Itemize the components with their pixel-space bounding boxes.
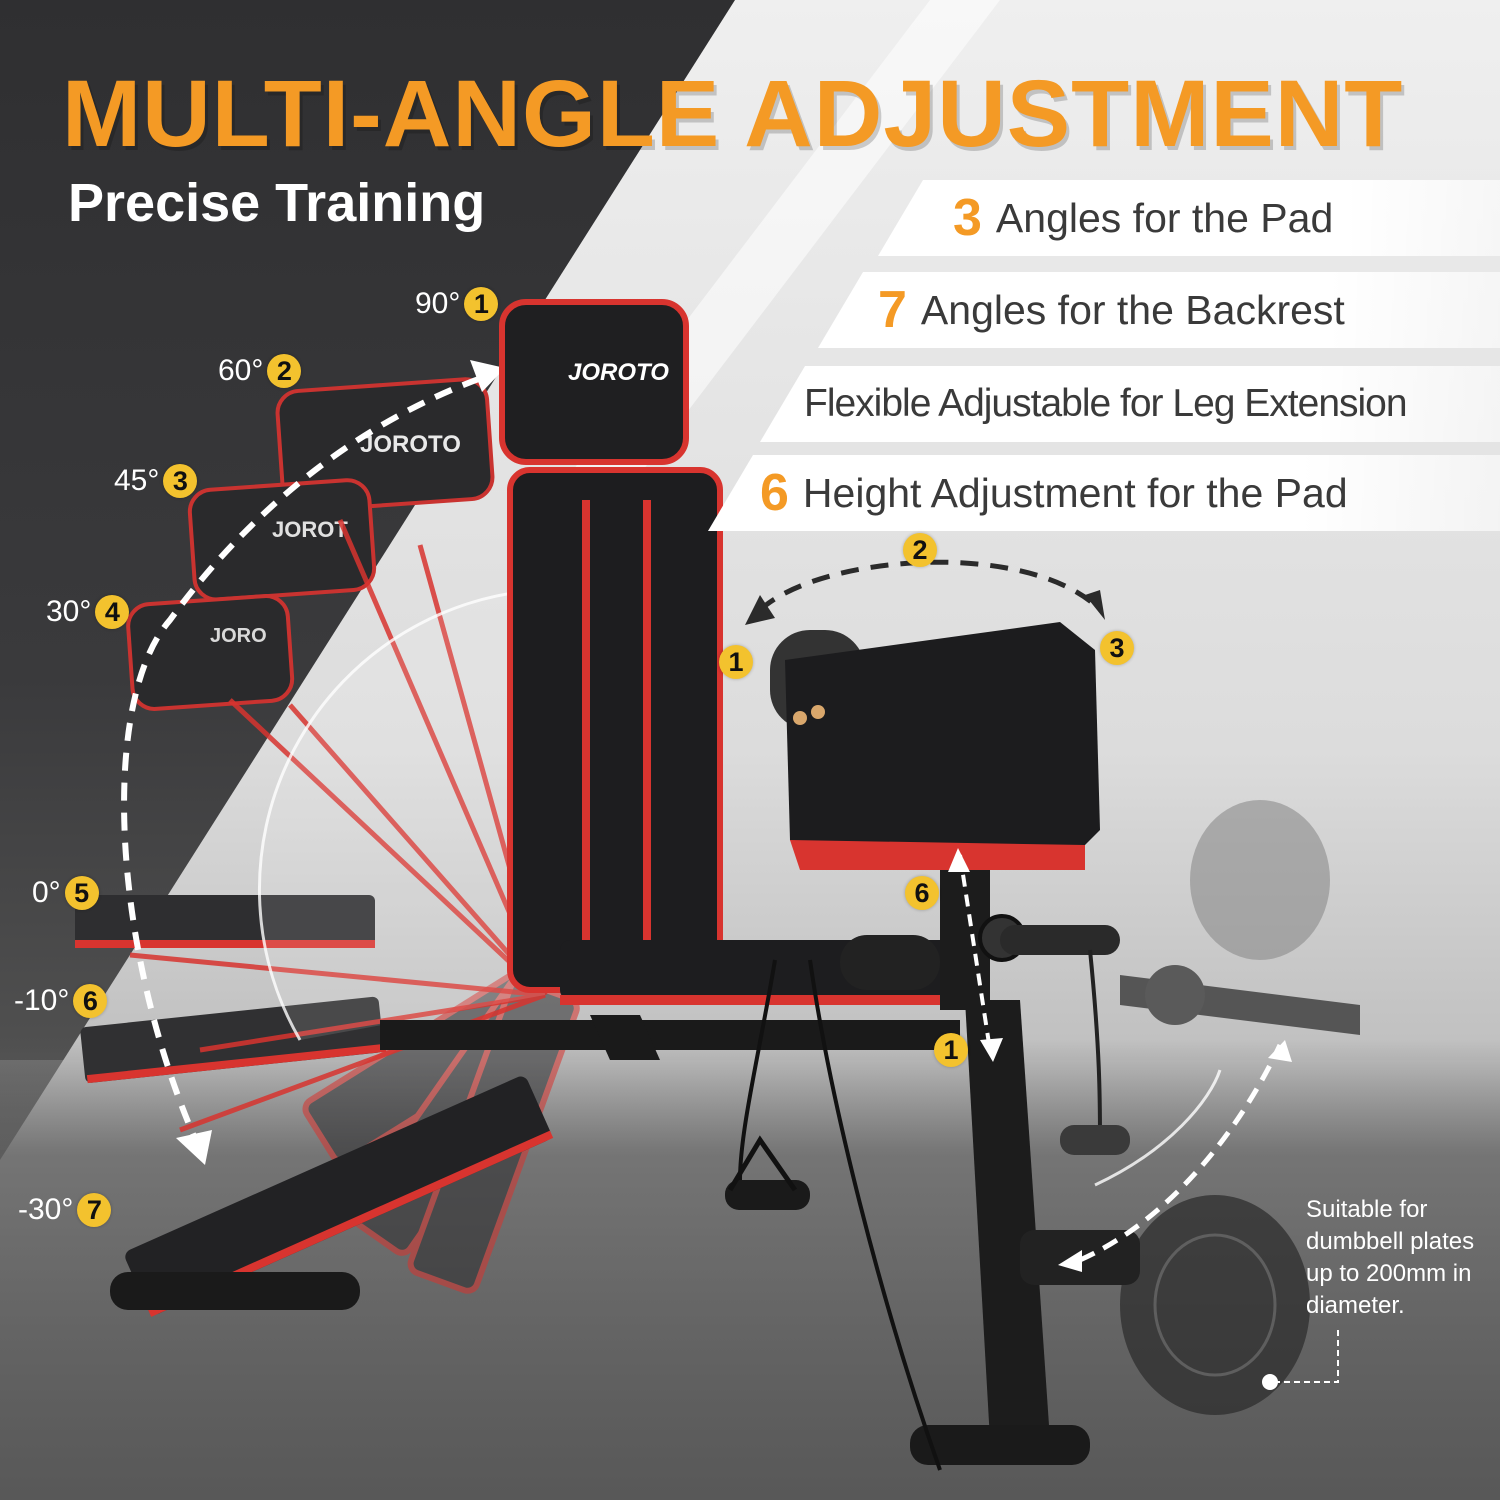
arrow-head-down — [176, 1130, 212, 1165]
preacher-pad — [785, 622, 1100, 855]
feature-text: Angles for the Pad — [995, 194, 1334, 241]
number-badge: 4 — [95, 595, 130, 629]
rear-post — [965, 1000, 1050, 1440]
pad-angle-badge-1: 1 — [719, 645, 753, 679]
number-badge: 6 — [73, 984, 108, 1018]
headrest-ghosts: JOROTO JOROT JORO — [126, 377, 495, 711]
logo-ghost-60: JOROTO — [360, 431, 461, 458]
number-badge: 7 — [77, 1193, 112, 1227]
callout-leader — [1272, 1330, 1339, 1383]
pad-height-arrow — [958, 854, 992, 1051]
arrow-head-up — [470, 360, 505, 392]
band-handle-left — [725, 1180, 810, 1210]
feature-number: 6 — [760, 464, 789, 522]
angle-value: 30° — [46, 595, 92, 628]
page-subtitle: Precise Training — [68, 173, 486, 233]
angle-label-minus-10: -10° 6 — [14, 984, 108, 1018]
angle-value: -10° — [14, 984, 70, 1017]
backrest-arrow — [121, 372, 491, 1152]
backrest — [507, 467, 723, 993]
ghost-plates-top — [1190, 800, 1330, 960]
callout-dot — [1262, 1374, 1278, 1390]
headrest — [499, 299, 689, 465]
feature-banner-backrest-angles: 7 Angles for the Backrest — [818, 272, 1500, 348]
angle-value: 45° — [114, 464, 160, 497]
angle-value: 60° — [218, 354, 264, 387]
feature-number: 7 — [878, 281, 907, 339]
weight-plates — [1120, 1195, 1310, 1415]
plate-size-note: Suitable for dumbbell plates up to 200mm… — [1306, 1196, 1475, 1319]
angle-value: 90° — [415, 287, 461, 320]
band-handle-right — [1060, 1125, 1130, 1155]
pad-height-badge-1: 1 — [934, 1033, 968, 1067]
feature-banner-pad-angles: 3 Angles for the Pad — [878, 180, 1500, 256]
front-foot-bar — [110, 1272, 360, 1310]
pad-angle-arrow — [758, 559, 1097, 612]
angle-value: 0° — [32, 876, 61, 909]
angle-label-minus-30: -30° 7 — [18, 1193, 112, 1227]
feature-banner-leg-extension: Flexible Adjustable for Leg Extension — [760, 366, 1500, 442]
feature-banner-pad-height: 6 Height Adjustment for the Pad — [708, 455, 1500, 531]
page-title: MULTI-ANGLE ADJUSTMENT — [62, 61, 1404, 167]
angle-label-0: 0° 5 — [32, 876, 99, 910]
pad-angle-badge-3: 3 — [1100, 631, 1134, 665]
feature-text: Flexible Adjustable for Leg Extension — [804, 382, 1408, 425]
svg-text:JORO: JORO — [210, 625, 267, 647]
logo-headrest: JOROTO — [568, 359, 669, 386]
feature-text: Angles for the Backrest — [920, 286, 1345, 333]
rear-foot-bar — [910, 1425, 1090, 1465]
angle-label-45: 45° 3 — [114, 464, 198, 498]
number-badge: 3 — [163, 464, 198, 498]
number-badge: 1 — [464, 287, 499, 321]
svg-text:JOROT: JOROT — [272, 517, 348, 542]
angle-value: -30° — [18, 1193, 74, 1226]
feature-text: Height Adjustment for the Pad — [802, 469, 1348, 516]
leg-extension-arrow — [1078, 1043, 1283, 1263]
number-badge: 2 — [267, 354, 302, 388]
pad-height-badge-6: 6 — [905, 876, 939, 910]
rotation-arc — [257, 588, 541, 1041]
flat-decline-ghosts — [75, 895, 554, 1317]
angle-label-30: 30° 4 — [46, 595, 130, 629]
number-badge: 5 — [64, 876, 99, 910]
feature-number: 3 — [953, 189, 982, 247]
pad-angle-badge-2: 2 — [903, 533, 937, 567]
angle-label-90: 90° 1 — [415, 287, 499, 321]
angle-label-60: 60° 2 — [218, 354, 302, 388]
